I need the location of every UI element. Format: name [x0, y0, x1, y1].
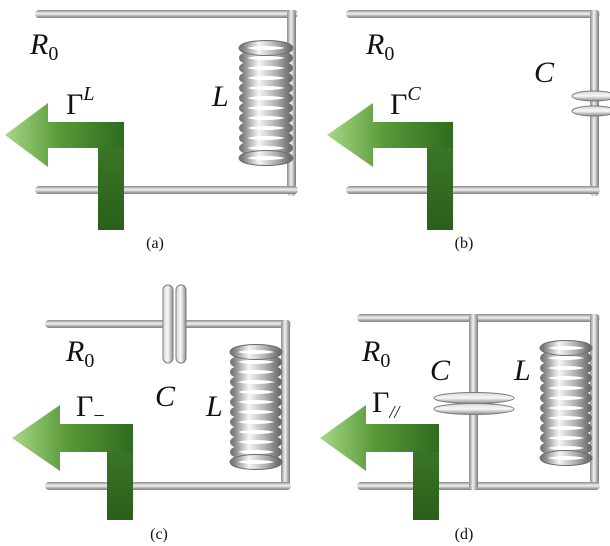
panel-d: R0 Γ// C L (d) [320, 314, 600, 543]
resistance-subscript: 0 [84, 350, 94, 372]
top-wire [35, 10, 298, 18]
gamma-superscript: C [407, 83, 421, 105]
svg-text:ΓL: ΓL [66, 83, 94, 121]
gamma-arrow [12, 405, 133, 520]
panel-caption: (c) [150, 526, 168, 543]
svg-text:R0: R0 [65, 335, 94, 372]
gamma-symbol: Γ [66, 88, 83, 121]
top-wire [357, 314, 600, 322]
capacitor [433, 392, 515, 415]
capacitor [571, 90, 610, 117]
capacitor-label: C [534, 56, 555, 89]
top-wire [346, 10, 600, 18]
resistance-label: R [29, 28, 48, 61]
panel-caption: (d) [455, 526, 474, 543]
right-wire [590, 314, 599, 490]
panel-caption: (b) [455, 235, 474, 252]
capacitor [162, 284, 187, 364]
bottom-wire [357, 482, 600, 490]
svg-text:R0: R0 [29, 28, 58, 65]
resistance-label: R [361, 335, 380, 368]
gamma-subscript: − [93, 405, 104, 427]
resistance-subscript: 0 [384, 43, 394, 65]
capacitor-label: C [155, 380, 176, 413]
gamma-arrow [320, 405, 439, 520]
panel-c: R0 Γ− C L (c) [12, 284, 291, 543]
gamma-superscript: L [82, 83, 94, 105]
bottom-wire [45, 482, 291, 490]
svg-text:ΓC: ΓC [390, 83, 421, 121]
gamma-subscript: // [388, 402, 401, 422]
right-wire [590, 10, 599, 196]
panel-b: R0 ΓC C (b) [327, 10, 610, 252]
resistance-label: R [365, 28, 384, 61]
gamma-arrow [5, 103, 124, 230]
gamma-symbol: Γ [372, 386, 389, 419]
panel-caption: (a) [146, 235, 164, 252]
svg-text:Γ//: Γ// [372, 386, 401, 422]
top-wire-left [45, 320, 165, 328]
inductor-coil [229, 344, 283, 470]
svg-text:R0: R0 [361, 335, 390, 372]
inductor-label: L [513, 354, 531, 387]
bottom-wire [35, 186, 298, 194]
inductor-label: L [211, 80, 229, 113]
inductor-coil [539, 340, 593, 466]
panel-a: R0 ΓL L (a) [5, 10, 298, 252]
inductor-label: L [205, 390, 223, 423]
resistance-label: R [65, 335, 84, 368]
resistance-subscript: 0 [380, 350, 390, 372]
resistance-subscript: 0 [48, 43, 58, 65]
right-wire [281, 320, 290, 490]
bottom-wire [346, 186, 600, 194]
capacitor-label: C [430, 354, 451, 387]
top-wire-right [182, 320, 291, 328]
svg-text:Γ−: Γ− [76, 390, 105, 427]
inductor-coil [238, 40, 294, 166]
gamma-symbol: Γ [390, 88, 407, 121]
gamma-arrow [327, 103, 453, 230]
svg-text:R0: R0 [365, 28, 394, 65]
gamma-symbol: Γ [76, 390, 93, 423]
